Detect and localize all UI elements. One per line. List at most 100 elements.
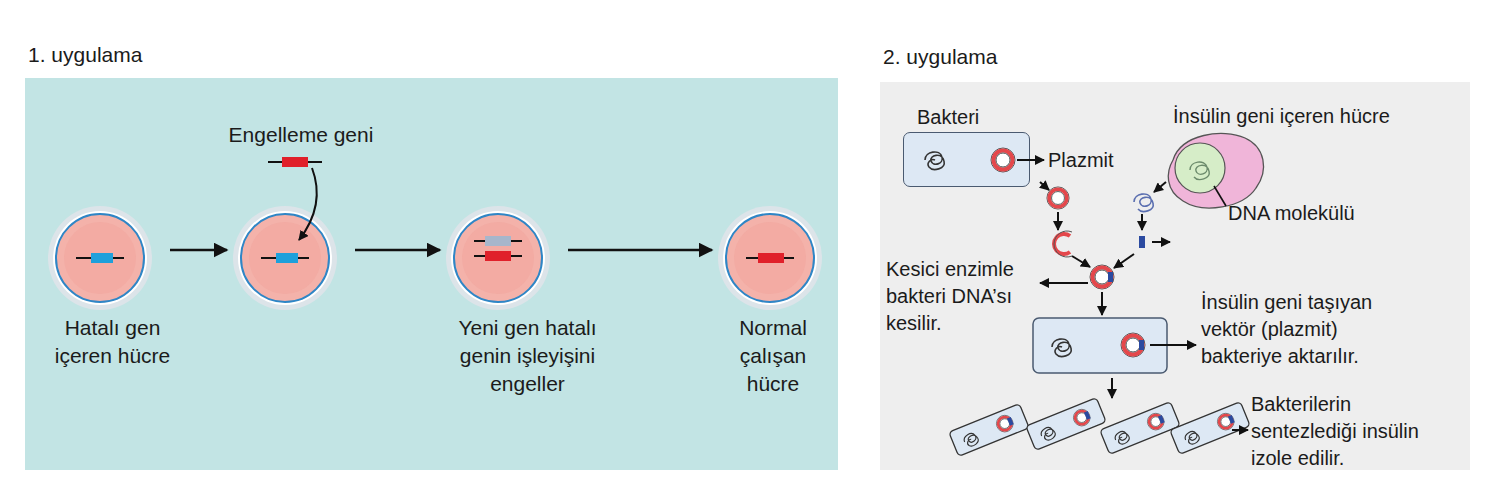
cell-outline (233, 206, 337, 310)
bacterium-clone (1170, 402, 1250, 455)
node-label: Normal çalışan hücre (728, 314, 818, 398)
process-arrow (355, 249, 440, 252)
cell-outline (718, 206, 822, 310)
recombinant-plasmid (1215, 411, 1237, 433)
recombinant-bacterium (1033, 318, 1167, 373)
bacterium-clone (1026, 398, 1106, 451)
cell: Yeni gen hatalı genin işleyişini engelle… (446, 206, 550, 310)
cell-membrane (454, 214, 542, 302)
cell: Normal çalışan hücre (718, 206, 822, 310)
cell-halo (233, 206, 337, 310)
insertion-arrow (299, 168, 317, 240)
recombinant-plasmid (1121, 333, 1145, 357)
cell: Hatalı gen içeren hücre (48, 206, 152, 310)
leader-line (1214, 186, 1226, 206)
plasmid (991, 148, 1015, 172)
bacterium-clone (949, 404, 1029, 457)
cell-halo (48, 206, 152, 310)
recombinant-plasmid (1145, 411, 1167, 433)
insulin-gene (1158, 415, 1165, 424)
annotation: İnsülin geni taşıyan vektör (plazmit) ba… (1201, 289, 1406, 370)
insulin-gene (1139, 340, 1144, 350)
cell-cytoplasm (64, 222, 136, 294)
node-label: Bakteri (917, 105, 1037, 129)
flow-arrow (1141, 214, 1143, 230)
cell-outline (446, 206, 550, 310)
blocking-gene-segment (485, 251, 511, 261)
bacterial-dna (962, 432, 979, 449)
bacterium-body (949, 404, 1029, 457)
insulin-gene (1228, 415, 1235, 424)
cell-cytoplasm (249, 222, 321, 294)
leader-arrow (1150, 344, 1196, 346)
dna-strand (268, 161, 322, 163)
cell-membrane (241, 214, 329, 302)
panel-band: 1. uygulamaHatalı gen içeren hücreEngell… (25, 78, 838, 470)
faulty-gene-segment (91, 253, 113, 263)
process-arrow (170, 249, 227, 252)
leader-arrow (1017, 159, 1044, 161)
recombinant-plasmid (994, 413, 1016, 435)
bacterium-body (1026, 398, 1106, 451)
cut-plasmid-outline (1054, 231, 1072, 257)
faulty-gene (261, 253, 309, 263)
panel-title: 2. uygulama (883, 44, 1183, 70)
recombinant-plasmid (1090, 265, 1114, 289)
flow-arrow (1057, 212, 1059, 230)
working-gene (746, 253, 794, 263)
insulin-gene (1139, 236, 1145, 248)
gene-pair (474, 236, 522, 261)
cell-outline (48, 206, 152, 310)
node-label: İnsülin geni içeren hücre (1173, 104, 1433, 128)
leader-arrow (1040, 282, 1088, 284)
plasmid (1047, 187, 1069, 209)
bacterium-box: Bakteri (903, 132, 1030, 187)
leader-arrow (1232, 429, 1248, 431)
cell-cytoplasm (462, 222, 534, 294)
bacterial-dna (925, 152, 944, 169)
bacterium-body (1170, 402, 1250, 455)
flow-arrow (1154, 182, 1166, 192)
recombinant-plasmid (1071, 407, 1093, 429)
annotation: Bakterilerin sentezlediği insülin izole … (1251, 391, 1461, 472)
dna-strand (76, 257, 124, 259)
insulin-gene (1108, 272, 1113, 282)
cell-membrane (726, 214, 814, 302)
insulin-gene (1007, 417, 1014, 426)
node-label: Hatalı gen içeren hücre (45, 314, 180, 370)
node-label: Engelleme geni (201, 122, 401, 148)
panel-title: 1. uygulama (28, 42, 328, 68)
faulty-gene (76, 253, 124, 263)
chromosome (1190, 162, 1209, 179)
bacterial-dna (1113, 430, 1130, 447)
cell-wall (723, 211, 817, 305)
cut-plasmid-ring (1054, 234, 1070, 254)
blocked-gene-segment (485, 236, 511, 246)
cell-membrane (56, 214, 144, 302)
annotation: DNA molekülü (1228, 200, 1388, 227)
annotation: Kesici enzimle bakteri DNA’sı kesilir. (886, 256, 1038, 337)
bacterial-dna (1052, 339, 1071, 356)
annotation: Plazmit (1048, 147, 1148, 174)
bacterium-clone (1100, 402, 1180, 455)
dna-strand (746, 257, 794, 259)
bacterium-body (1100, 402, 1180, 455)
donor-cell: İnsülin geni içeren hücre (1163, 130, 1267, 212)
cell-wall (451, 211, 545, 305)
process-arrow (568, 249, 712, 252)
cell-body (1168, 133, 1263, 207)
flow-arrow (1040, 182, 1049, 190)
cell-halo (446, 206, 550, 310)
cell-cytoplasm (734, 222, 806, 294)
blocking-gene-segment (282, 157, 308, 167)
cell: Engelleme geni (233, 206, 337, 310)
flow-arrow (1152, 241, 1170, 243)
cell-halo (718, 206, 822, 310)
cell-wall (53, 211, 147, 305)
bacterial-dna (1039, 426, 1056, 443)
flow-arrow (1101, 292, 1103, 315)
node-label: Yeni gen hatalı genin işleyişini engelle… (440, 314, 615, 398)
blocking-gene-segment (758, 253, 784, 263)
